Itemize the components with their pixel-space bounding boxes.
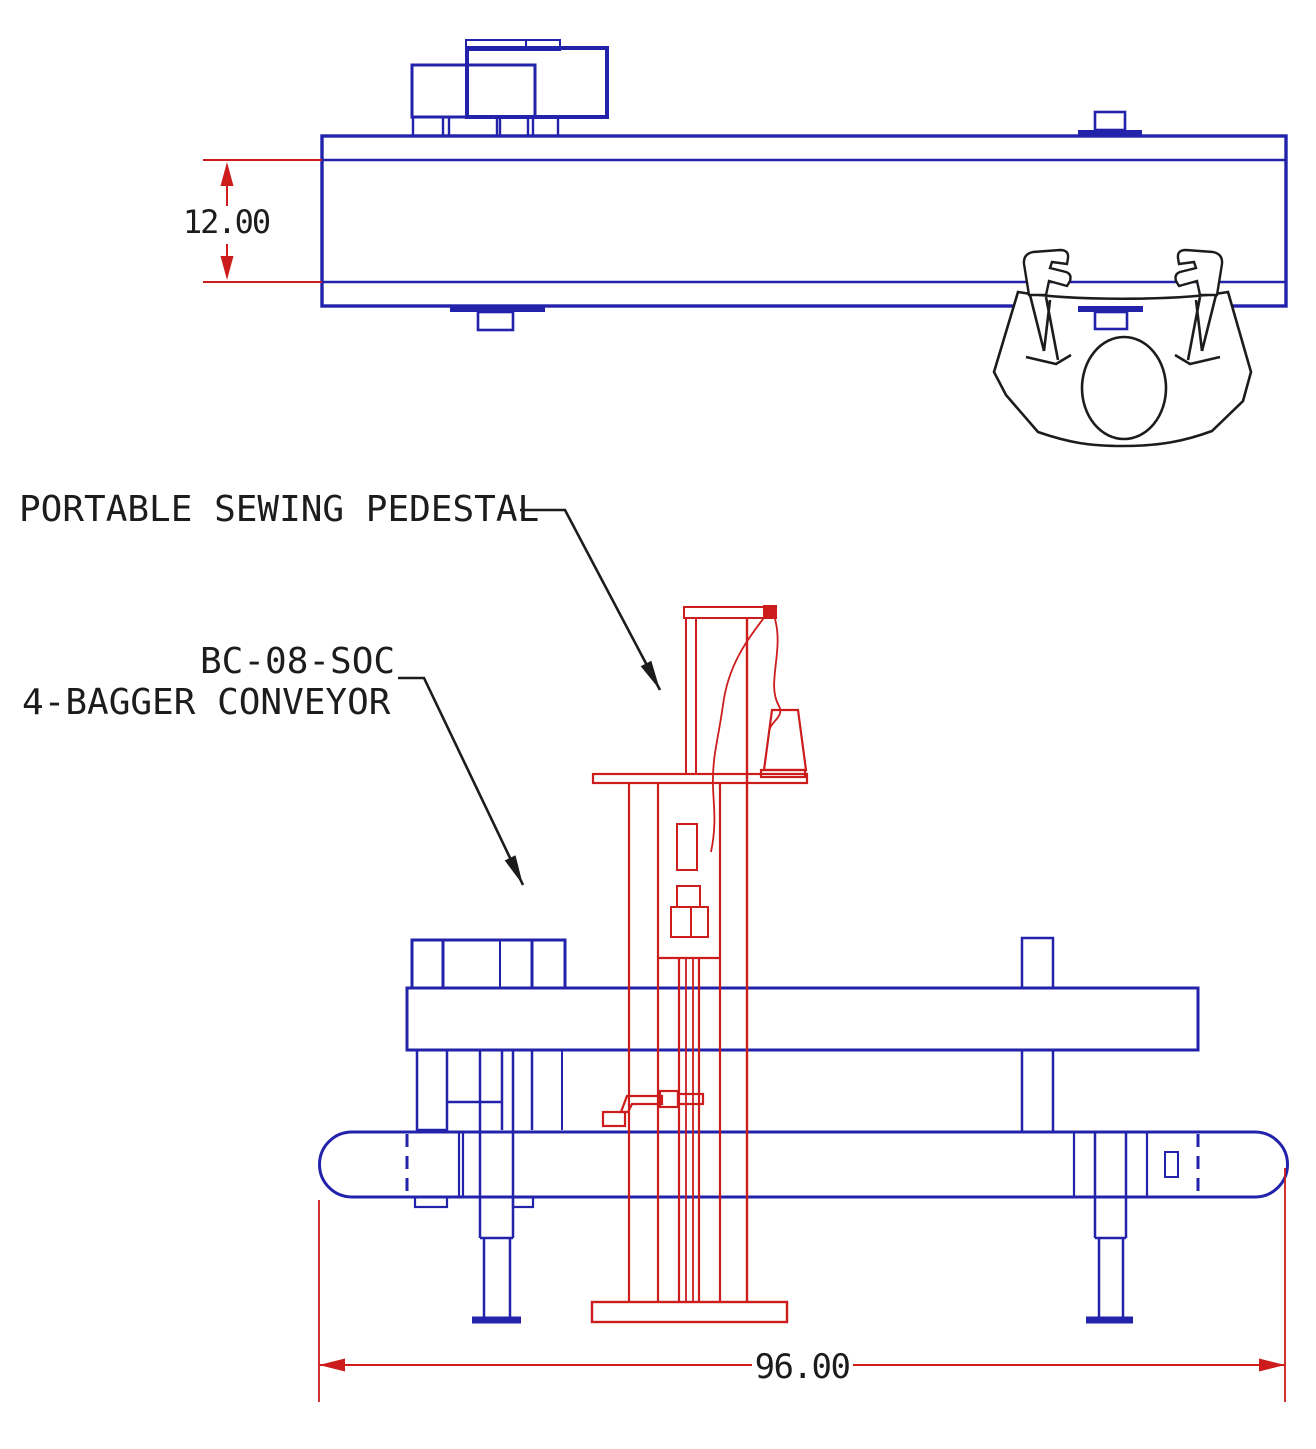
pedestal-table (591, 772, 809, 785)
control-box-lower (670, 906, 709, 938)
gearbox-body (465, 46, 609, 119)
thread-stand-arm (683, 606, 774, 619)
belt-end-detail (1164, 1151, 1179, 1178)
mount-tab-flange-top-right (1078, 130, 1142, 136)
pedestal-leader-arrowhead (640, 660, 660, 690)
mount-tab-bottom-left (476, 310, 515, 332)
thread-cone (762, 708, 808, 772)
motor-foot-3 (498, 115, 530, 138)
operator-left-cuff (1025, 353, 1072, 366)
operator-figure (992, 248, 1253, 448)
pedestal-label: PORTABLE SEWING PEDESTAL (19, 489, 539, 530)
operator-right-cuff (1174, 353, 1221, 366)
motor-foot-2 (447, 115, 499, 138)
motor-front (410, 938, 567, 990)
front-view-conveyor (318, 936, 1289, 1324)
conveyor-leader-arrowhead (504, 855, 523, 885)
operator-left-forearm-b (1044, 296, 1060, 361)
arrow-right (1259, 1358, 1285, 1372)
arrow-left (319, 1358, 345, 1372)
conveyor-outline (320, 134, 1288, 308)
front-view: 96.00 (318, 605, 1289, 1402)
sewing-pedestal (590, 605, 809, 1324)
mount-tab-flange-bottom-right (1078, 306, 1143, 312)
top-view-mount-tab-bottom-right (1078, 306, 1143, 331)
top-view-motor-assembly (410, 39, 609, 138)
mount-tab-flange-bottom-left (450, 306, 545, 312)
motor-foot-4 (531, 115, 560, 138)
length-dimension: 96.00 (318, 1168, 1286, 1402)
motor-body (410, 63, 537, 119)
operator-head (1080, 335, 1168, 441)
crank-shaft (676, 1092, 705, 1106)
pedestal-leader (520, 508, 662, 691)
operator-left-hand (1022, 248, 1072, 297)
thread-left (710, 613, 768, 853)
pedestal-columns (627, 783, 722, 1302)
leg-post-above-beam (1020, 936, 1055, 990)
conveyor-beam (405, 986, 1200, 1052)
belt-body (318, 1130, 1289, 1199)
motor-cap (465, 39, 561, 51)
control-box-upper (676, 823, 698, 871)
arrow-up (220, 162, 234, 186)
operator-right-forearm-b (1186, 296, 1202, 361)
width-dimension-value: 12.00 (183, 203, 270, 241)
callouts: PORTABLE SEWING PEDESTAL BC-08-SOC 4-BAG… (19, 489, 662, 886)
operator-right-hand (1174, 248, 1224, 297)
pedestal-leader-line (520, 508, 662, 691)
conveyor-label-line1: BC-08-SOC (200, 641, 395, 682)
length-dimension-value: 96.00 (755, 1347, 850, 1387)
drive-housing-left (415, 1048, 449, 1132)
motor-foot-1 (411, 115, 445, 138)
conveyor-leg-right (1020, 936, 1133, 1324)
conveyor-leader (398, 676, 525, 886)
width-dimension: 12.00 (183, 159, 322, 283)
mount-tab-bottom-right (1093, 310, 1129, 331)
top-view-conveyor (320, 110, 1288, 332)
top-view: 12.00 (183, 39, 1288, 448)
mount-tab-top-right (1093, 110, 1127, 132)
arrow-down (220, 256, 234, 280)
operator-right-forearm-a (1200, 294, 1218, 352)
belt-tab-left (413, 1195, 449, 1209)
conveyor-leg-left (472, 1050, 521, 1324)
crank-handle (601, 1110, 627, 1128)
control-box-middle (676, 885, 701, 908)
crank-arm (619, 1094, 664, 1114)
thread-right (768, 618, 782, 735)
pedestal-base (590, 1300, 789, 1324)
conveyor-label-line2: 4-BAGGER CONVEYOR (22, 682, 391, 723)
height-crank (601, 1089, 705, 1128)
operator-left-forearm-a (1028, 294, 1046, 352)
conveyor-leader-line (398, 676, 525, 886)
